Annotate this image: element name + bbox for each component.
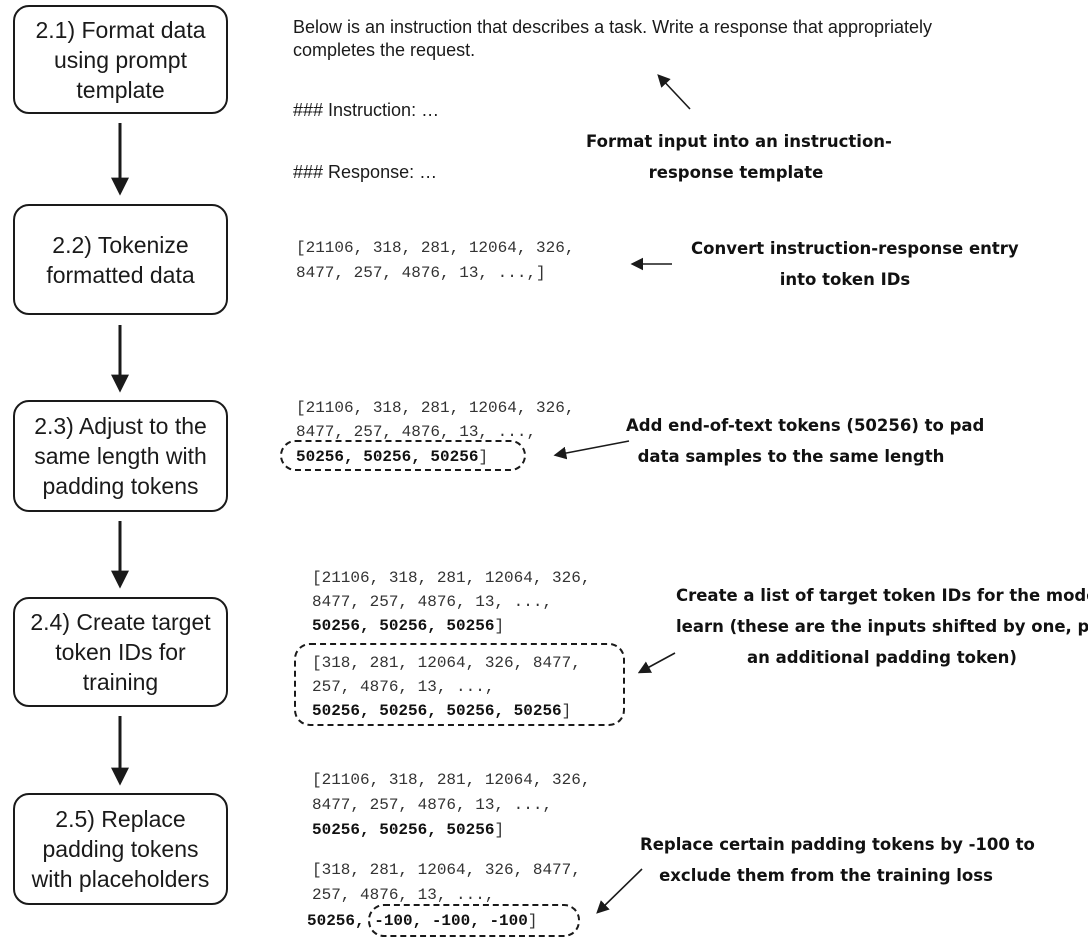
annotation-targets: Create a list of target token IDs for th…	[676, 580, 1088, 673]
step-box-2-5: 2.5) Replace padding tokens with placeho…	[13, 793, 228, 905]
annotation-padding-line-2: data samples to the same length	[637, 447, 945, 466]
step-box-2-1: 2.1) Format data using prompt template	[13, 5, 228, 114]
template-instruction: ### Instruction: …	[293, 100, 440, 120]
target-tokens-line-3: 50256, 50256, 50256, 50256]	[312, 699, 571, 723]
token-ids-line-1: [21106, 318, 281, 12064, 326,	[296, 239, 575, 257]
final-input-line-3: 50256, 50256, 50256]	[312, 818, 504, 842]
final-target-line-1: [318, 281, 12064, 326, 8477,	[312, 861, 581, 879]
annotation-targets-line-3: an additional padding token)	[747, 648, 1017, 667]
padded-tokens-line-1: [21106, 318, 281, 12064, 326,	[296, 399, 575, 417]
step-box-2-4: 2.4) Create target token IDs for trainin…	[13, 597, 228, 707]
pointer-arrow-1	[657, 74, 691, 110]
target-highlight	[294, 643, 625, 726]
annotation-targets-line-2: learn (these are the inputs shifted by o…	[676, 617, 1088, 636]
token-ids-line-2: 8477, 257, 4876, 13, ...,]	[296, 264, 546, 282]
final-target-line-3: 50256, -100, -100, -100]	[307, 909, 537, 933]
input-padding-values: 50256, 50256, 50256	[312, 617, 495, 635]
template-intro-line-2: completes the request.	[293, 40, 476, 60]
annotation-padding: Add end-of-text tokens (50256) to pad da…	[626, 410, 985, 472]
template-response: ### Response: …	[293, 162, 438, 182]
annotation-padding-line-1: Add end-of-text tokens (50256) to pad	[626, 416, 985, 435]
pointer-arrow-5	[596, 868, 643, 914]
closing-bracket: ]	[494, 821, 505, 839]
placeholder-highlight	[368, 904, 580, 937]
input-tokens-line-1: [21106, 318, 281, 12064, 326,	[312, 569, 591, 587]
pointer-arrow-4	[637, 652, 676, 674]
input-tokens-line-3: 50256, 50256, 50256]	[312, 614, 504, 638]
padded-tokens-line-2: 8477, 257, 4876, 13, ...,	[296, 423, 537, 441]
annotation-tokenize: Convert instruction-response entry into …	[691, 233, 1019, 295]
final-input-padding: 50256, 50256, 50256	[312, 821, 495, 839]
padding-highlight	[280, 440, 526, 471]
closing-bracket: ]	[561, 702, 572, 720]
annotation-tokenize-line-2: into token IDs	[779, 270, 911, 289]
placeholder-values: -100, -100, -100	[374, 912, 528, 930]
annotation-tokenize-line-1: Convert instruction-response entry	[691, 239, 1019, 258]
closing-bracket: ]	[478, 448, 489, 466]
step-box-2-2: 2.2) Tokenize formatted data	[13, 204, 228, 315]
annotation-format-line-1: Format input into an instruction-	[586, 132, 892, 151]
final-input-line-2: 8477, 257, 4876, 13, ...,	[312, 796, 553, 814]
final-target-line-2: 257, 4876, 13, ...,	[312, 886, 495, 904]
annotation-format: Format input into an instruction- respon…	[586, 126, 892, 188]
remaining-padding-token: 50256,	[307, 912, 365, 930]
closing-bracket: ]	[527, 912, 538, 930]
annotation-format-line-2: response template	[648, 163, 824, 182]
input-tokens-line-2: 8477, 257, 4876, 13, ...,	[312, 593, 553, 611]
annotation-placeholders-line-2: exclude them from the training loss	[659, 866, 993, 885]
target-padding-values: 50256, 50256, 50256, 50256	[312, 702, 562, 720]
target-tokens-line-2: 257, 4876, 13, ...,	[312, 678, 495, 696]
padded-tokens-line-3: 50256, 50256, 50256]	[296, 445, 488, 469]
pointer-arrow-3	[553, 440, 630, 460]
padding-token-values: 50256, 50256, 50256	[296, 448, 479, 466]
annotation-placeholders: Replace certain padding tokens by -100 t…	[640, 829, 1035, 891]
target-tokens-line-1: [318, 281, 12064, 326, 8477,	[312, 654, 581, 672]
template-intro-line-1: Below is an instruction that describes a…	[293, 17, 932, 37]
closing-bracket: ]	[494, 617, 505, 635]
annotation-targets-line-1: Create a list of target token IDs for th…	[676, 586, 1088, 605]
annotation-placeholders-line-1: Replace certain padding tokens by -100 t…	[640, 835, 1035, 854]
step-box-2-3: 2.3) Adjust to the same length with padd…	[13, 400, 228, 512]
final-input-line-1: [21106, 318, 281, 12064, 326,	[312, 771, 591, 789]
